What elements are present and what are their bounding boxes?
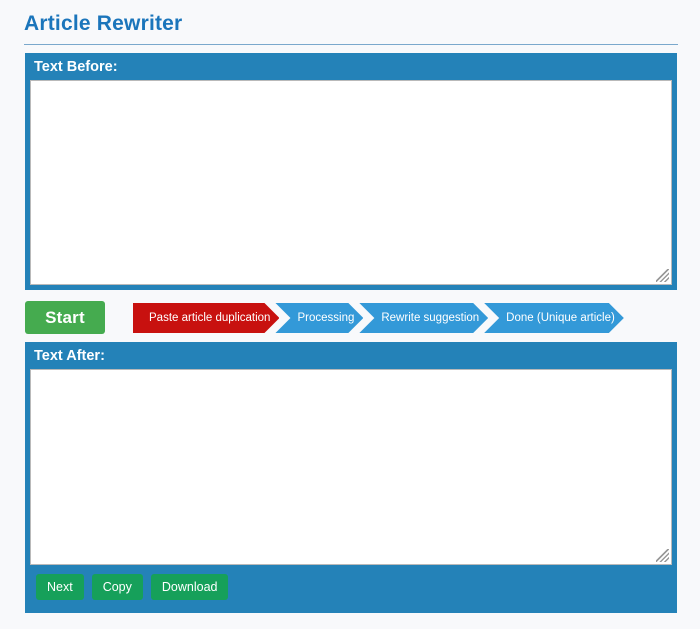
progress-step-paste[interactable]: Paste article duplication [133, 303, 279, 333]
progress-steps: Paste article duplication Processing Rew… [133, 303, 620, 333]
page-header: Article Rewriter [24, 11, 678, 45]
progress-step-label: Processing [297, 312, 355, 324]
page-title: Article Rewriter [24, 12, 183, 35]
control-row: Start Paste article duplication Processi… [25, 300, 677, 336]
text-before-panel: Text Before: [25, 53, 677, 290]
resize-grip-icon[interactable] [656, 549, 669, 562]
text-after-label: Text After: [34, 348, 105, 364]
progress-step-label: Done (Unique article) [506, 312, 615, 324]
title-divider [24, 44, 678, 45]
text-after-textarea-wrapper[interactable] [30, 369, 672, 565]
text-after-actions: Next Copy Download [30, 565, 672, 600]
progress-step-processing[interactable]: Processing [275, 303, 363, 333]
progress-step-label: Paste article duplication [149, 312, 271, 324]
next-button[interactable]: Next [36, 574, 84, 600]
resize-grip-icon[interactable] [656, 269, 669, 282]
download-button[interactable]: Download [150, 574, 229, 600]
text-before-label: Text Before: [34, 59, 118, 75]
progress-step-rewrite-suggestion[interactable]: Rewrite suggestion [359, 303, 488, 333]
text-before-textarea-wrapper[interactable] [30, 80, 672, 285]
copy-button[interactable]: Copy [91, 574, 143, 600]
text-after-panel: Text After: Next Copy Download [25, 342, 677, 613]
progress-step-label: Rewrite suggestion [381, 312, 480, 324]
start-button[interactable]: Start [25, 301, 105, 334]
progress-step-done[interactable]: Done (Unique article) [484, 303, 624, 333]
